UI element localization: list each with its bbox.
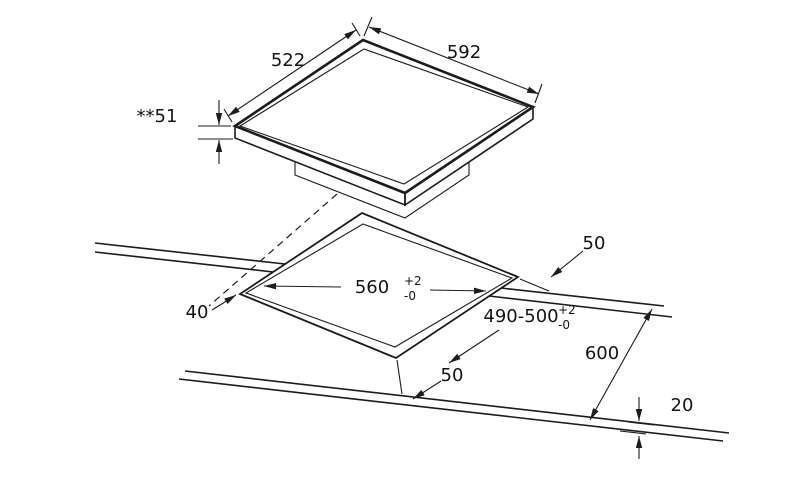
cutout-depth-label: 490-500 [483, 306, 558, 327]
cutout-width-tolerance-plus: +2 [404, 274, 422, 288]
cutout-width-label: 560 [355, 277, 389, 298]
dim-worktop-thickness: 20 [619, 395, 694, 459]
projection-dashed-line [208, 193, 338, 307]
dimension-extension-line [619, 430, 647, 435]
cutout-depth-tolerance-plus: +2 [558, 303, 576, 317]
dimension-line [589, 308, 653, 421]
dim-side-clearance: 40 [186, 294, 237, 323]
front-clearance-label: 50 [441, 365, 464, 386]
hob-base-casing [294, 162, 470, 219]
dim-cutout-width: 560 +2 -0 [263, 274, 487, 303]
dim-cutout-depth: 490-500 +2 -0 [448, 303, 576, 364]
cutout-inner-edge [244, 223, 514, 348]
cutout-group [238, 211, 520, 360]
hob-depth-label: 522 [271, 50, 305, 71]
dimension-extension-line [627, 421, 655, 426]
dim-rear-clearance: 50 [519, 233, 606, 292]
dimension-extension-line [363, 16, 373, 37]
worktop-rear-edge-line1-right [500, 287, 665, 307]
worktop-rear-edge-line1-left [94, 242, 286, 265]
dim-hob-height: **51 [137, 100, 233, 164]
cutout-depth-tolerance-minus: -0 [558, 318, 570, 332]
worktop-thickness-label: 20 [671, 395, 694, 416]
dim-hob-depth: 522 [223, 22, 361, 123]
hob-width-label: 592 [447, 42, 481, 63]
dim-front-clearance: 50 [396, 359, 464, 400]
dimension-arrow [263, 282, 342, 290]
dimension-arrow [412, 380, 442, 400]
dim-hob-width: 592 [363, 16, 543, 104]
dimension-extension-line [519, 278, 550, 292]
worktop-rear-edge-line2-left [94, 251, 274, 273]
cutout-outer-edge [238, 211, 520, 360]
worktop-front-edge-line2 [178, 378, 724, 442]
hob-side-face-right [404, 105, 534, 207]
dimension-arrow [429, 287, 487, 294]
dimension-arrow [211, 294, 237, 311]
dimension-line [227, 29, 357, 117]
dim-worktop-depth: 600 [585, 308, 653, 421]
dimension-extension-line [351, 22, 361, 37]
dimension-extension-line [396, 359, 403, 395]
side-clearance-label: 40 [186, 302, 209, 323]
dimension-line [368, 26, 540, 95]
worktop-depth-label: 600 [585, 343, 619, 364]
dimension-arrow [550, 250, 584, 278]
hob-side-face-left [234, 124, 406, 207]
dimension-arrow [448, 329, 500, 364]
hob-height-label: **51 [137, 106, 178, 127]
rear-clearance-label: 50 [583, 233, 606, 254]
cutout-width-tolerance-minus: -0 [404, 289, 416, 303]
